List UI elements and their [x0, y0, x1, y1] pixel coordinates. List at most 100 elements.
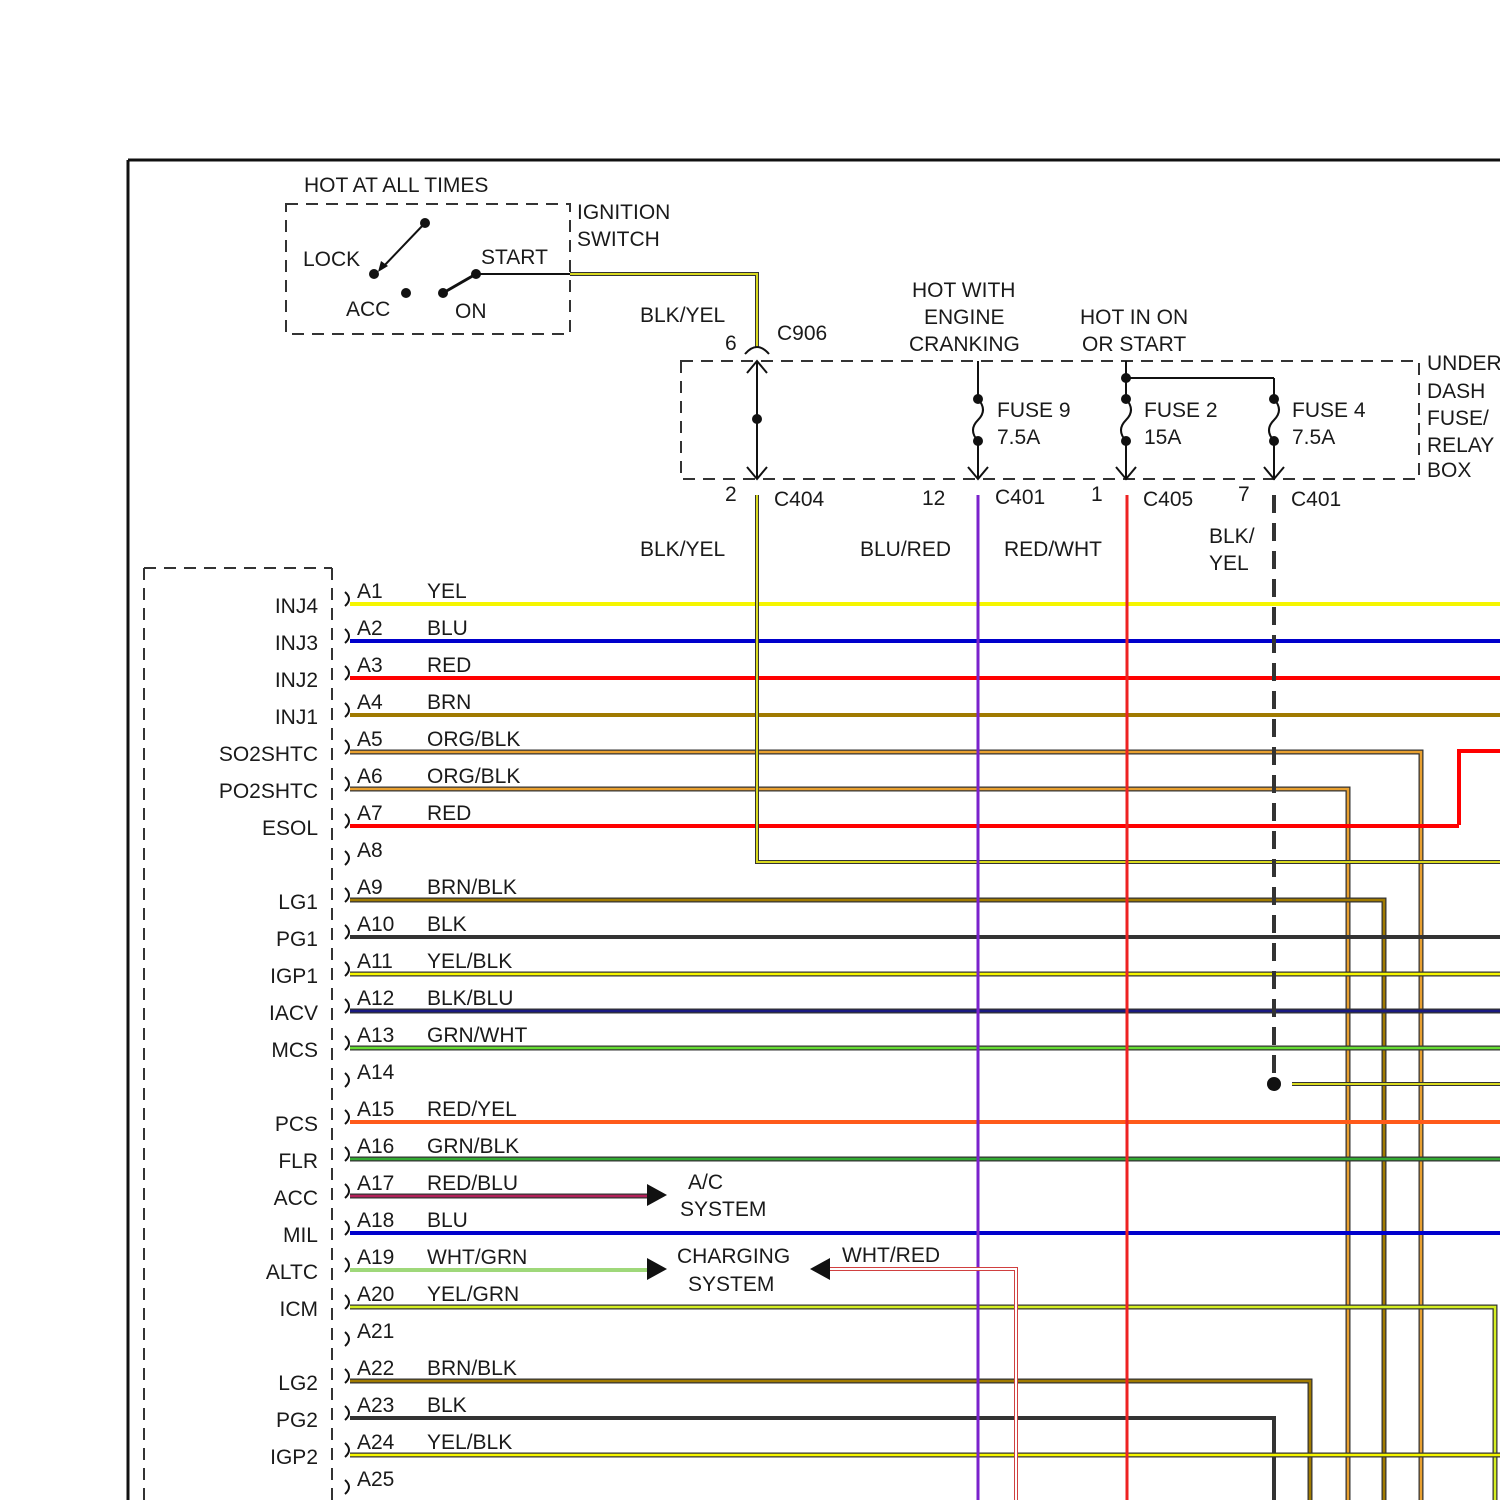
ecm-labels: A1INJ4YELA2INJ3BLUA3INJ2REDA4INJ1BRNA5SO… [219, 580, 528, 1494]
pin-bracket-icon [345, 851, 349, 865]
wire-color-label: BLK [427, 1394, 467, 1417]
wire-color-label: BRN [427, 691, 471, 714]
c401-pin-7: 7 [1238, 483, 1250, 506]
pin-bracket-icon [345, 1443, 349, 1457]
pin-label: A17 [357, 1172, 394, 1195]
c906-connector-icon [745, 347, 769, 354]
position-start: START [481, 246, 548, 269]
signal-name: FLR [278, 1150, 318, 1173]
pin-label: A7 [357, 802, 383, 825]
pin-bracket-icon [345, 999, 349, 1013]
pin-label: A19 [357, 1246, 394, 1269]
charging-arrow-icon [647, 1258, 667, 1280]
signal-name: INJ4 [275, 595, 319, 618]
ac-system-1: A/C [688, 1171, 723, 1194]
signal-name: LG2 [278, 1372, 318, 1395]
wire-charging-whtred [830, 1269, 1016, 1500]
signal-name: PO2SHTC [219, 780, 318, 803]
signal-name: PG1 [276, 928, 318, 951]
hot-cranking-1: HOT WITH [912, 279, 1015, 302]
wire-color-label: ORG/BLK [427, 765, 520, 788]
pin-bracket-icon [345, 814, 349, 828]
ignition-hot-label: HOT AT ALL TIMES [304, 174, 488, 197]
ac-arrow-icon [647, 1184, 667, 1206]
fuse-box-name-5: BOX [1427, 459, 1471, 482]
pin-label: A25 [357, 1468, 394, 1491]
pin-label: A1 [357, 580, 383, 603]
signal-name: ICM [280, 1298, 319, 1321]
signal-name: SO2SHTC [219, 743, 318, 766]
signal-name: PG2 [276, 1409, 318, 1432]
signal-name: PCS [275, 1113, 318, 1136]
hot-cranking-3: CRANKING [909, 333, 1020, 356]
fuse-box-name-1: UNDER [1427, 352, 1500, 375]
fuse-box-name-2: DASH [1427, 380, 1485, 403]
hot-cranking-2: ENGINE [924, 306, 1005, 329]
wire-color-label: GRN/WHT [427, 1024, 527, 1047]
charging-system-1: CHARGING [677, 1245, 790, 1268]
pin-label: A2 [357, 617, 383, 640]
pin-label: A5 [357, 728, 383, 751]
wire-color-label: RED [427, 654, 471, 677]
pin-bracket-icon [345, 592, 349, 606]
wire-color-label: BRN/BLK [427, 1357, 517, 1380]
wire-color-label: BLU [427, 617, 468, 640]
ignition-switch-name-2: SWITCH [577, 228, 660, 251]
pin-wire-outline [350, 752, 1421, 1500]
pin-bracket-icon [345, 629, 349, 643]
wire-color-label: RED/BLU [427, 1172, 518, 1195]
pin-label: A16 [357, 1135, 394, 1158]
wire-color-label: ORG/BLK [427, 728, 520, 751]
pin-bracket-icon [345, 925, 349, 939]
pin-label: A9 [357, 876, 383, 899]
switch-arm-on [443, 274, 476, 293]
pin-label: A23 [357, 1394, 394, 1417]
pin-bracket-icon [345, 1184, 349, 1198]
fuse4-name: FUSE 4 [1292, 399, 1366, 422]
c404-label: C404 [774, 488, 825, 511]
pin-bracket-icon [345, 1295, 349, 1309]
pin-label: A20 [357, 1283, 394, 1306]
fuse2-rating: 15A [1144, 426, 1181, 449]
fuse-box-name-4: RELAY [1427, 434, 1494, 457]
c404-pin: 2 [725, 483, 737, 506]
c401-label-b: C401 [1291, 488, 1341, 511]
feed-wires [757, 495, 1500, 1500]
pin-bracket-icon [345, 1369, 349, 1383]
pin-label: A8 [357, 839, 383, 862]
pin-bracket-icon [345, 1221, 349, 1235]
hot-on-start-1: HOT IN ON [1080, 306, 1188, 329]
pin-bracket-icon [345, 1332, 349, 1346]
pin-label: A6 [357, 765, 383, 788]
c401-pin-12: 12 [922, 487, 945, 510]
pin-label: A11 [357, 950, 393, 973]
signal-name: INJ2 [275, 669, 318, 692]
signal-name: ALTC [266, 1261, 318, 1284]
c906-pin: 6 [725, 332, 737, 355]
fuse2-icon [1121, 399, 1131, 441]
c906-label: C906 [777, 322, 827, 345]
ecm-wires [350, 604, 1500, 1500]
wire-label-fuse2: RED/WHT [1004, 538, 1102, 561]
pin-bracket-icon [345, 1406, 349, 1420]
fuse-relay-box: UNDER DASH FUSE/ RELAY BOX HOT WITH ENGI… [681, 279, 1500, 482]
signal-name: MCS [271, 1039, 318, 1062]
pin-label: A13 [357, 1024, 394, 1047]
c405-pin: 1 [1091, 483, 1103, 506]
pin-label: A10 [357, 913, 394, 936]
pin-label: A22 [357, 1357, 394, 1380]
ac-system-2: SYSTEM [680, 1198, 766, 1221]
pin-bracket-icon [345, 1110, 349, 1124]
wire-color-label: WHT/GRN [427, 1246, 527, 1269]
signal-name: ESOL [262, 817, 318, 840]
pin-bracket-icon [345, 1147, 349, 1161]
fuse9-rating: 7.5A [997, 426, 1040, 449]
pin-bracket-icon [345, 1073, 349, 1087]
charging-feed-arrow-icon [810, 1258, 830, 1280]
position-acc: ACC [346, 298, 390, 321]
wire-color-label: YEL/GRN [427, 1283, 519, 1306]
wire-label-fuse4-2: YEL [1209, 552, 1249, 575]
signal-name: INJ3 [275, 632, 318, 655]
wire-label-blkyel-top: BLK/YEL [640, 304, 725, 327]
